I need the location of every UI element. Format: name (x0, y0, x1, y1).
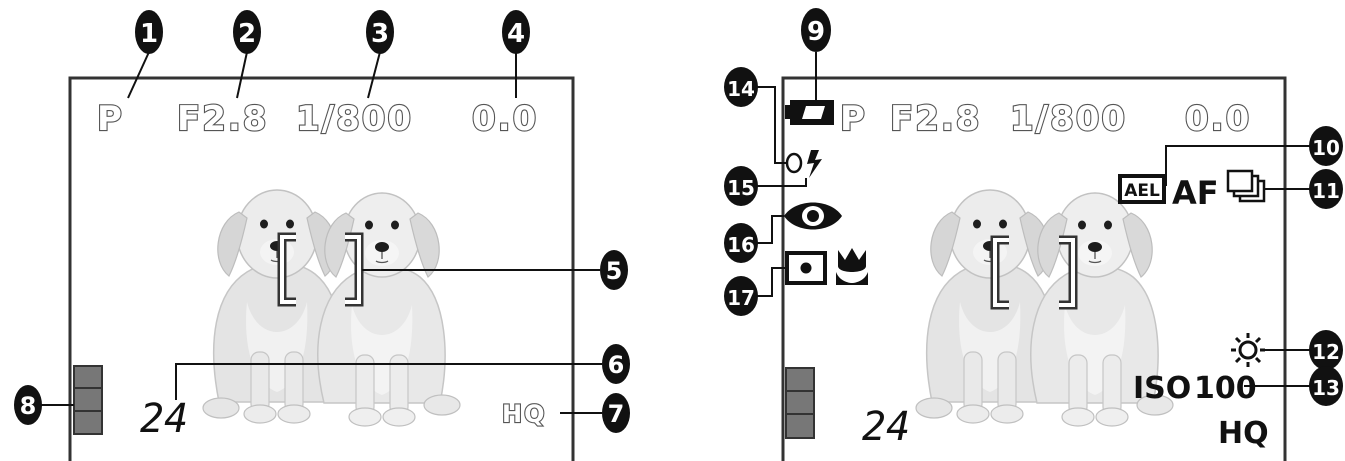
right-panel: P F2.8 1/800 0.0 AEL (724, 8, 1343, 461)
battery-icon (785, 100, 834, 125)
iso-value: 100 (1194, 371, 1257, 406)
left-exposure-text: 0.0 (472, 99, 538, 139)
callout-14 (724, 67, 758, 107)
right-screen-frame (781, 76, 1287, 461)
right-memory-gauge-icon (785, 367, 815, 439)
callout-17-label: 17 (727, 286, 755, 310)
callout-1-label: 1 (140, 19, 158, 49)
left-panel: P F2.8 1/800 0.0 24 HQ (14, 10, 630, 461)
callout-5 (600, 250, 628, 290)
left-shutter-text: 1/800 (296, 99, 413, 139)
callout-7 (602, 393, 630, 433)
callout-4 (502, 10, 530, 54)
right-callouts: 9 10 11 12 13 14 15 16 17 (724, 8, 1343, 406)
af-label: AF (1172, 174, 1219, 212)
callout-15 (724, 166, 758, 206)
callout-6-label: 6 (608, 351, 625, 379)
flash-icon (785, 150, 822, 178)
callout-4-label: 4 (507, 19, 525, 49)
callout-17 (724, 276, 758, 316)
sunny-wb-icon (1231, 333, 1265, 367)
left-aperture-text: F2.8 (177, 99, 268, 139)
red-eye-icon (784, 202, 842, 230)
callout-2 (233, 10, 261, 54)
left-callouts: 1 2 3 4 5 6 7 8 (14, 10, 630, 433)
callout-7-label: 7 (608, 400, 625, 428)
ael-icon: AEL (1118, 174, 1166, 204)
right-shutter-text: 1/800 (1010, 99, 1127, 139)
left-quality-text: HQ (502, 400, 547, 428)
macro-icon (836, 248, 868, 285)
right-exposure-text: 0.0 (1185, 99, 1251, 139)
callout-9 (801, 8, 831, 52)
callout-15-label: 15 (727, 176, 755, 200)
callout-16-label: 16 (727, 233, 755, 257)
callout-12 (1309, 330, 1343, 370)
callout-3-label: 3 (371, 19, 389, 49)
left-puppies-photo (202, 189, 461, 427)
callout-12-label: 12 (1312, 340, 1340, 364)
iso-label: ISO (1133, 371, 1191, 406)
callout-8 (14, 385, 42, 425)
callout-13-label: 13 (1312, 376, 1340, 400)
callout-2-label: 2 (238, 19, 256, 49)
callout-5-label: 5 (606, 257, 623, 285)
spot-metering-icon (785, 251, 827, 285)
right-quality-text: HQ (1218, 416, 1269, 451)
left-memory-gauge-icon (73, 365, 103, 435)
callout-16 (724, 223, 758, 263)
ael-label: AEL (1124, 181, 1160, 201)
callout-11-label: 11 (1312, 179, 1340, 203)
left-mode-text: P (97, 99, 124, 139)
right-aperture-text: F2.8 (890, 99, 981, 139)
left-shots-remaining: 24 (140, 396, 188, 442)
callout-10 (1309, 126, 1343, 166)
right-shots-remaining: 24 (862, 404, 910, 450)
right-mode-text: P (840, 99, 867, 139)
callout-3 (366, 10, 394, 54)
callout-6 (602, 344, 630, 384)
callout-9-label: 9 (807, 17, 825, 47)
callout-10-label: 10 (1312, 136, 1340, 160)
callout-14-label: 14 (727, 77, 755, 101)
callout-13 (1309, 366, 1343, 406)
callout-1 (135, 10, 163, 54)
callout-8-label: 8 (20, 392, 37, 420)
sequential-shooting-icon (1226, 169, 1266, 203)
callout-11 (1309, 169, 1343, 209)
